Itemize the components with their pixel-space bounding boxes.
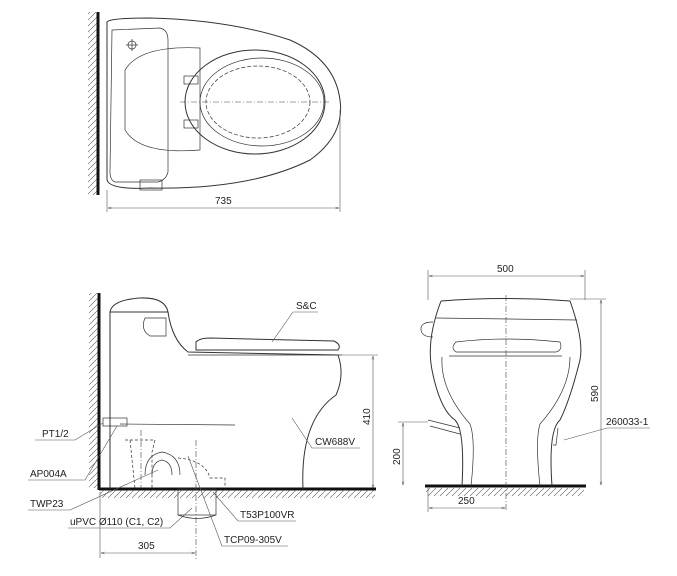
top-view: 735 [88, 12, 342, 212]
supply-offset-dimension: 250 [458, 496, 475, 507]
label-flange: T53P100VR [240, 510, 294, 521]
label-pt: PT1/2 [42, 429, 69, 440]
label-valve: AP004A [30, 469, 67, 480]
side-offset-dimension: 305 [138, 541, 155, 552]
label-body: CW688V [315, 437, 355, 448]
side-view: 410 305 S&C CW688V PT1/2 AP004A TWP23 uP… [28, 293, 378, 560]
front-height-dimension: 590 [590, 385, 601, 402]
label-trap: TWP23 [30, 499, 64, 510]
top-width-dimension: 735 [215, 196, 232, 207]
front-width-dimension: 500 [497, 264, 514, 275]
supply-height-dimension: 200 [392, 448, 403, 465]
side-height-dimension: 410 [362, 408, 373, 425]
front-view: 500 590 200 250 260033-1 [392, 264, 650, 512]
label-pipe: uPVC Ø110 (C1, C2) [70, 517, 163, 528]
label-adapter: TCP09-305V [224, 535, 282, 546]
label-hose: 260033-1 [606, 417, 649, 428]
label-seat: S&C [296, 301, 317, 312]
